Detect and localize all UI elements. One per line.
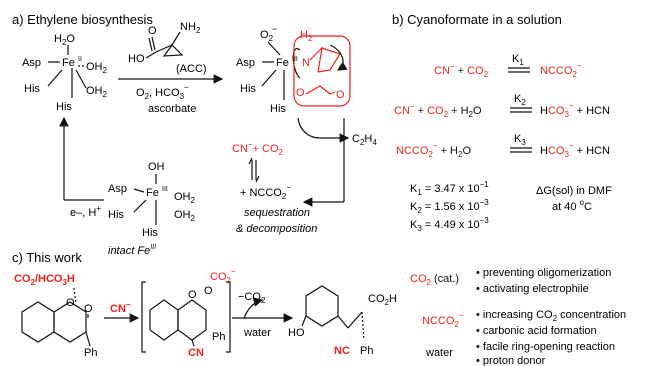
svg-text:HCO3− + HCN: HCO3− + HCN: [540, 141, 610, 159]
svg-text:N: N: [302, 57, 310, 69]
svg-text:O2, HCO3−: O2, HCO3−: [136, 83, 189, 101]
bracket-left: [141, 281, 146, 353]
reductant-label: e–, H+: [70, 204, 101, 219]
svg-text:CO2H: CO2H: [368, 293, 397, 307]
svg-text:III: III: [292, 56, 298, 63]
cyanoformate-intermediate: O O CO2− Ph CN: [149, 267, 236, 359]
svg-text:K1 = 3.47 x 10−1: K1 = 3.47 x 10−1: [410, 180, 489, 197]
svg-text:HO: HO: [288, 327, 305, 339]
acc-structure: O HO NH2: [128, 21, 201, 65]
svg-text:O: O: [336, 89, 345, 101]
svg-text:NC: NC: [334, 345, 350, 357]
svg-text:II: II: [78, 56, 82, 63]
svg-text:His: His: [56, 101, 72, 113]
svg-text:NH2: NH2: [180, 21, 201, 35]
svg-text:K2 = 1.56 x 10−3: K2 = 1.56 x 10−3: [410, 198, 489, 215]
cyanide-reagent: CN−: [110, 300, 131, 315]
svg-text:O: O: [148, 25, 157, 37]
svg-text:K2: K2: [514, 93, 526, 107]
svg-text:H2O: H2O: [54, 33, 75, 47]
svg-text:Ph: Ph: [212, 331, 225, 343]
equilibrium-3: NCCO2− + H2O K3 HCO3− + HCN: [396, 133, 610, 159]
svg-text:• preventing oligomerization: • preventing oligomerization: [476, 267, 611, 279]
decomposition-label: & decomposition: [236, 223, 317, 235]
svg-text:CO2−: CO2−: [210, 267, 236, 285]
intact-fe-label: intact FeIII: [108, 244, 156, 257]
svg-text:Fe: Fe: [62, 57, 75, 69]
bracket-right: [226, 281, 231, 353]
svg-text:• carbonic acid formation: • carbonic acid formation: [476, 325, 597, 337]
equilibrium-1: CN− + CO2 K1 NCCO2−: [434, 53, 582, 79]
svg-text:His: His: [270, 103, 286, 115]
svg-text:• proton donor: • proton donor: [476, 355, 546, 366]
svg-text:O: O: [204, 285, 213, 297]
panel-b-title: b) Cyanoformate in a solution: [392, 12, 562, 27]
svg-text:CN− + CO2 + H2O: CN− + CO2 + H2O: [394, 102, 482, 119]
svg-text:HO: HO: [128, 53, 145, 65]
co2-hco3h-label: CO2/HCO3H: [14, 273, 75, 287]
svg-text:K1: K1: [512, 53, 524, 67]
svg-text:Ph: Ph: [360, 345, 373, 357]
svg-text:• activating electrophile: • activating electrophile: [476, 283, 589, 295]
svg-text:NCCO2− + H2O: NCCO2− + H2O: [396, 141, 471, 159]
svg-text:O: O: [188, 289, 197, 301]
svg-text:Asp: Asp: [108, 183, 127, 195]
svg-text:• increasing CO2 concentration: • increasing CO2 concentration: [476, 309, 626, 323]
svg-text:NCCO2−: NCCO2−: [422, 311, 464, 329]
acc-label: (ACC): [176, 63, 207, 75]
sequestration-label: sequestration: [244, 207, 310, 219]
roles-list: CO2 (cat.) • preventing oligomerization …: [410, 267, 626, 366]
water-reagent: water: [243, 327, 271, 339]
panel-c-title: c) This work: [12, 250, 82, 265]
svg-text:−: −: [272, 24, 277, 34]
svg-text:O: O: [84, 303, 93, 315]
product-structure: HO NC CO2H Ph: [288, 285, 397, 357]
svg-text:OH2: OH2: [174, 191, 196, 205]
k-values: K1 = 3.47 x 10−1 K2 = 1.56 x 10−3 K3 = 4…: [410, 180, 489, 233]
svg-text:CN: CN: [188, 347, 204, 359]
equilibrium-2: CN− + CO2 + H2O K2 HCO3− + HCN: [394, 93, 610, 119]
svg-text:Asp: Asp: [22, 57, 41, 69]
svg-text:Fe: Fe: [276, 57, 289, 69]
svg-text:water: water: [425, 347, 453, 359]
svg-text:NCCO2−: NCCO2−: [540, 61, 582, 79]
svg-text:O: O: [66, 297, 75, 309]
svg-text:OH2: OH2: [174, 209, 196, 223]
svg-text:OH: OH: [148, 161, 165, 173]
svg-text:Asp: Asp: [236, 57, 255, 69]
svg-text:+ NCCO2−: + NCCO2−: [240, 183, 291, 201]
cyanoformate-equilibrium: CN−+ CO2 + NCCO2−: [232, 140, 291, 201]
reagents-o2-hco3: O2, HCO3−: [136, 83, 189, 101]
svg-text:O: O: [296, 87, 305, 99]
dg-line2: at 40 oC: [552, 198, 592, 213]
svg-text:III: III: [162, 186, 168, 193]
dg-line1: ΔG(sol) in DMF: [536, 185, 612, 197]
svg-text:CN−+ CO2: CN−+ CO2: [232, 140, 284, 157]
svg-text:His: His: [142, 227, 158, 239]
reagent-ascorbate: ascorbate: [148, 103, 196, 115]
minus-co2: −CO2: [238, 291, 266, 305]
svg-text:HCO3− + HCN: HCO3− + HCN: [540, 101, 610, 119]
svg-text:OH2: OH2: [86, 61, 108, 75]
svg-text:CN− + CO2: CN− + CO2: [434, 62, 489, 79]
svg-text:OH2: OH2: [86, 85, 108, 99]
coumarin-substrate: O O Ph: [21, 297, 97, 359]
svg-text:His: His: [24, 83, 40, 95]
svg-text:CO2 (cat.): CO2 (cat.): [410, 273, 459, 287]
product-c2h4: C2H4: [352, 133, 377, 147]
svg-text:Ph: Ph: [84, 347, 97, 359]
svg-text:His: His: [240, 83, 256, 95]
svg-text:Fe: Fe: [146, 187, 159, 199]
arrow-c2h4: [297, 117, 321, 139]
svg-text:K3 = 4.49 x 10−3: K3 = 4.49 x 10−3: [410, 216, 489, 233]
svg-text:His: His: [108, 209, 124, 221]
panel-a-title: a) Ethylene biosynthesis: [12, 12, 153, 27]
svg-text:K3: K3: [514, 133, 526, 147]
svg-text:• facile ring-opening reaction: • facile ring-opening reaction: [476, 341, 615, 353]
